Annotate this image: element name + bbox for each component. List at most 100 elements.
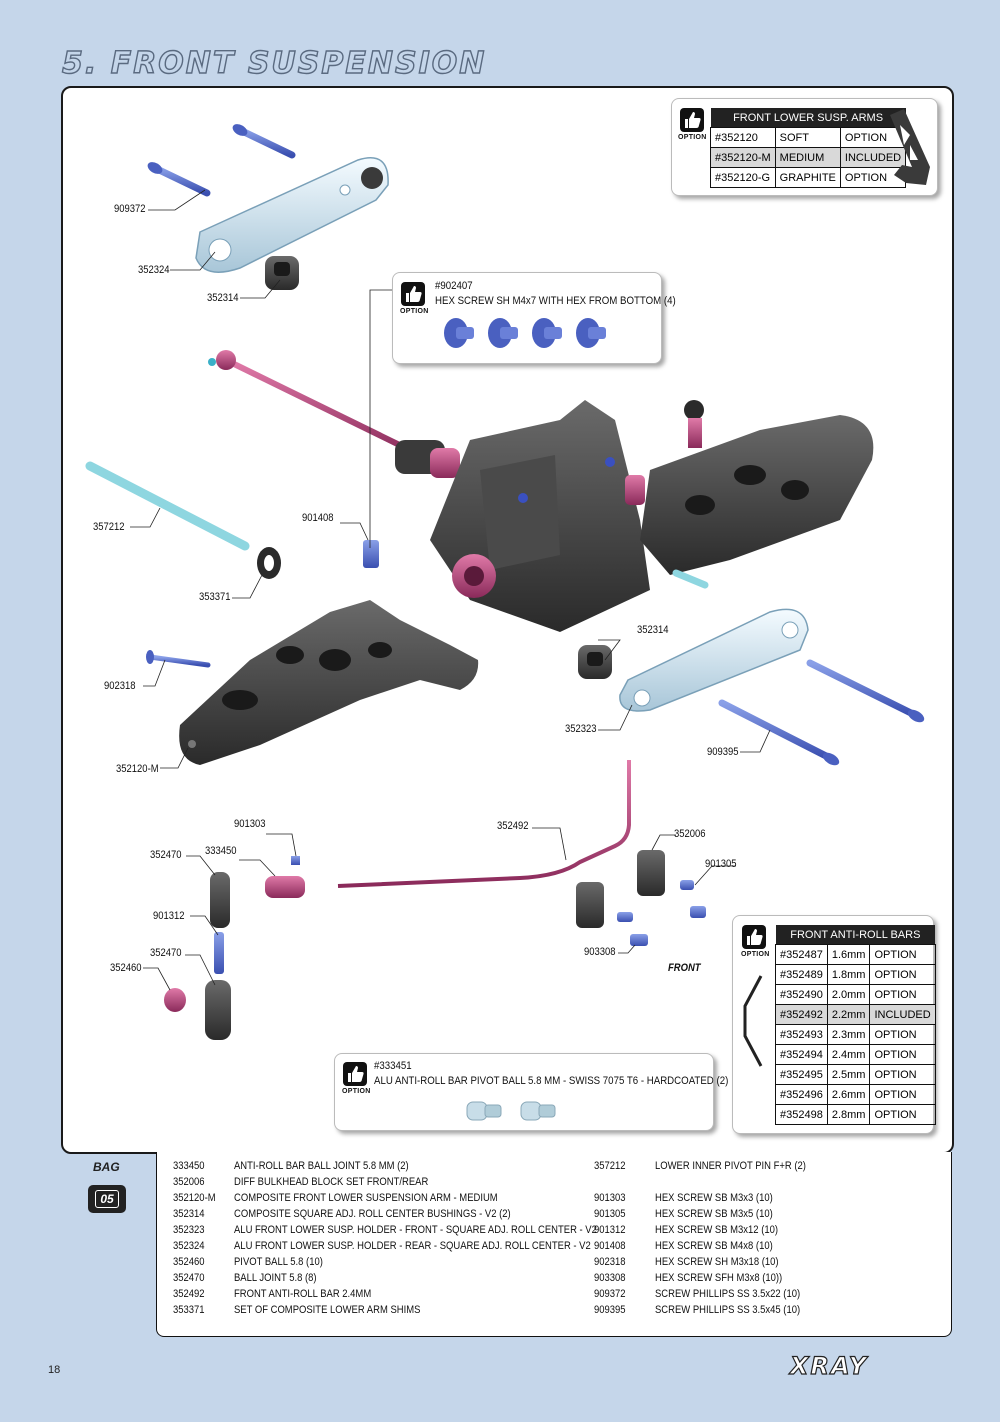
- callout-909372: 909372: [114, 203, 146, 215]
- callout-353371: 353371: [199, 591, 231, 603]
- page-number: 18: [48, 1364, 61, 1376]
- anti-roll-bar-352492: [337, 760, 631, 888]
- thumbs-up-icon: [742, 925, 766, 949]
- brand-logo: XRAY: [789, 1351, 869, 1380]
- callout-352470-lower: 352470: [150, 947, 182, 959]
- pivot-ball-description: ALU ANTI-ROLL BAR PIVOT BALL 5.8 MM - SW…: [374, 1075, 729, 1087]
- part-description: ALU FRONT LOWER SUSP. HOLDER - FRONT - S…: [234, 1224, 597, 1236]
- pivot-ball-option-box: OPTION #333451 ALU ANTI-ROLL BAR PIVOT B…: [334, 1053, 728, 1131]
- front-indicator: FRONT: [668, 962, 701, 974]
- part-description: COMPOSITE FRONT LOWER SUSPENSION ARM - M…: [234, 1192, 498, 1204]
- pivot-pin-357212: [85, 461, 250, 551]
- screw-902318: [146, 650, 211, 668]
- parts-list: 333450 ANTI-ROLL BAR BALL JOINT 5.8 MM (2…: [156, 1152, 952, 1337]
- part-number: 352323: [173, 1224, 205, 1236]
- part-number: 352120-M: [173, 1192, 216, 1204]
- part-description: HEX SCREW SFH M3x8 (10)): [655, 1272, 783, 1284]
- part-number: 352492: [173, 1288, 205, 1300]
- callout-333450: 333450: [205, 845, 237, 857]
- callout-357212: 357212: [93, 521, 125, 533]
- thumbs-up-icon: [680, 108, 704, 132]
- part-number: 353371: [173, 1304, 205, 1316]
- part-description: HEX SCREW SB M3x3 (10): [655, 1192, 773, 1204]
- option-label: OPTION: [678, 134, 707, 141]
- callout-352492: 352492: [497, 820, 529, 832]
- lower-arm-352120-m: [179, 600, 479, 765]
- screw-909372-top: [232, 124, 296, 159]
- part-number: 333450: [173, 1160, 205, 1172]
- callout-352460: 352460: [110, 962, 142, 974]
- hex-screw-part-number: #902407: [435, 280, 473, 292]
- callout-352470: 352470: [150, 849, 182, 861]
- callout-901305: 901305: [705, 858, 737, 870]
- bag-number-badge: 05: [88, 1185, 126, 1213]
- option-label: OPTION: [342, 1088, 371, 1095]
- part-description: HEX SCREW SH M3x18 (10): [655, 1256, 779, 1268]
- part-description: BALL JOINT 5.8 (8): [234, 1272, 317, 1284]
- bag-label: BAG: [93, 1160, 120, 1174]
- part-number: 909372: [594, 1288, 626, 1300]
- part-description: HEX SCREW SB M4x8 (10): [655, 1240, 773, 1252]
- part-description: PIVOT BALL 5.8 (10): [234, 1256, 323, 1268]
- suspension-arm-icon: [890, 109, 930, 185]
- callout-901312: 901312: [153, 910, 185, 922]
- callout-909395: 909395: [707, 746, 739, 758]
- part-number: 352460: [173, 1256, 205, 1268]
- bushing-352314: [265, 256, 299, 290]
- part-number: 902318: [594, 1256, 626, 1268]
- diff-bulkhead: [430, 400, 650, 632]
- page-title: 5. FRONT SUSPENSION: [61, 45, 487, 81]
- leader-lines: [130, 189, 771, 991]
- part-description: SCREW PHILLIPS SS 3.5x45 (10): [655, 1304, 801, 1316]
- part-number: 901312: [594, 1224, 626, 1236]
- callout-352120-m: 352120-M: [116, 763, 159, 775]
- part-description: DIFF BULKHEAD BLOCK SET FRONT/REAR: [234, 1176, 429, 1188]
- part-description: COMPOSITE SQUARE ADJ. ROLL CENTER BUSHIN…: [234, 1208, 511, 1220]
- bulkhead-blocks-352006: [576, 850, 706, 946]
- option-label: OPTION: [400, 308, 429, 315]
- part-description: LOWER INNER PIVOT PIN F+R (2): [655, 1160, 806, 1172]
- thumbs-up-icon: [401, 282, 425, 306]
- option-label: OPTION: [741, 951, 770, 958]
- part-description: ANTI-ROLL BAR BALL JOINT 5.8 MM (2): [234, 1160, 409, 1172]
- ball-joint-parts: [164, 856, 305, 1040]
- part-description: ALU FRONT LOWER SUSP. HOLDER - REAR - SQ…: [234, 1240, 591, 1252]
- part-number: 357212: [594, 1160, 626, 1172]
- part-number: 901408: [594, 1240, 626, 1252]
- shim-353371: [257, 547, 281, 579]
- bushing-352314-front: [578, 645, 612, 679]
- part-number: 352314: [173, 1208, 205, 1220]
- pivot-ball-images: [466, 1101, 556, 1121]
- screw-901408: [363, 540, 379, 568]
- alu-holder-rear: [195, 157, 389, 273]
- callout-352314: 352314: [207, 292, 239, 304]
- part-number: 352006: [173, 1176, 205, 1188]
- thumbs-up-icon: [343, 1062, 367, 1086]
- part-description: FRONT ANTI-ROLL BAR 2.4MM: [234, 1288, 372, 1300]
- anti-roll-bar-icon: [743, 975, 763, 1067]
- hex-screw-images: [444, 318, 606, 348]
- part-description: SET OF COMPOSITE LOWER ARM SHIMS: [234, 1304, 421, 1316]
- callout-352314-front: 352314: [637, 624, 669, 636]
- part-number: 352470: [173, 1272, 205, 1284]
- arms-table-header: FRONT LOWER SUSP. ARMS: [710, 108, 906, 128]
- part-number: 909395: [594, 1304, 626, 1316]
- front-bulkhead-arm-mount: [640, 400, 874, 589]
- pivot-ball-part-number: #333451: [374, 1060, 412, 1072]
- callout-903308: 903308: [584, 946, 616, 958]
- part-description: SCREW PHILLIPS SS 3.5x22 (10): [655, 1288, 801, 1300]
